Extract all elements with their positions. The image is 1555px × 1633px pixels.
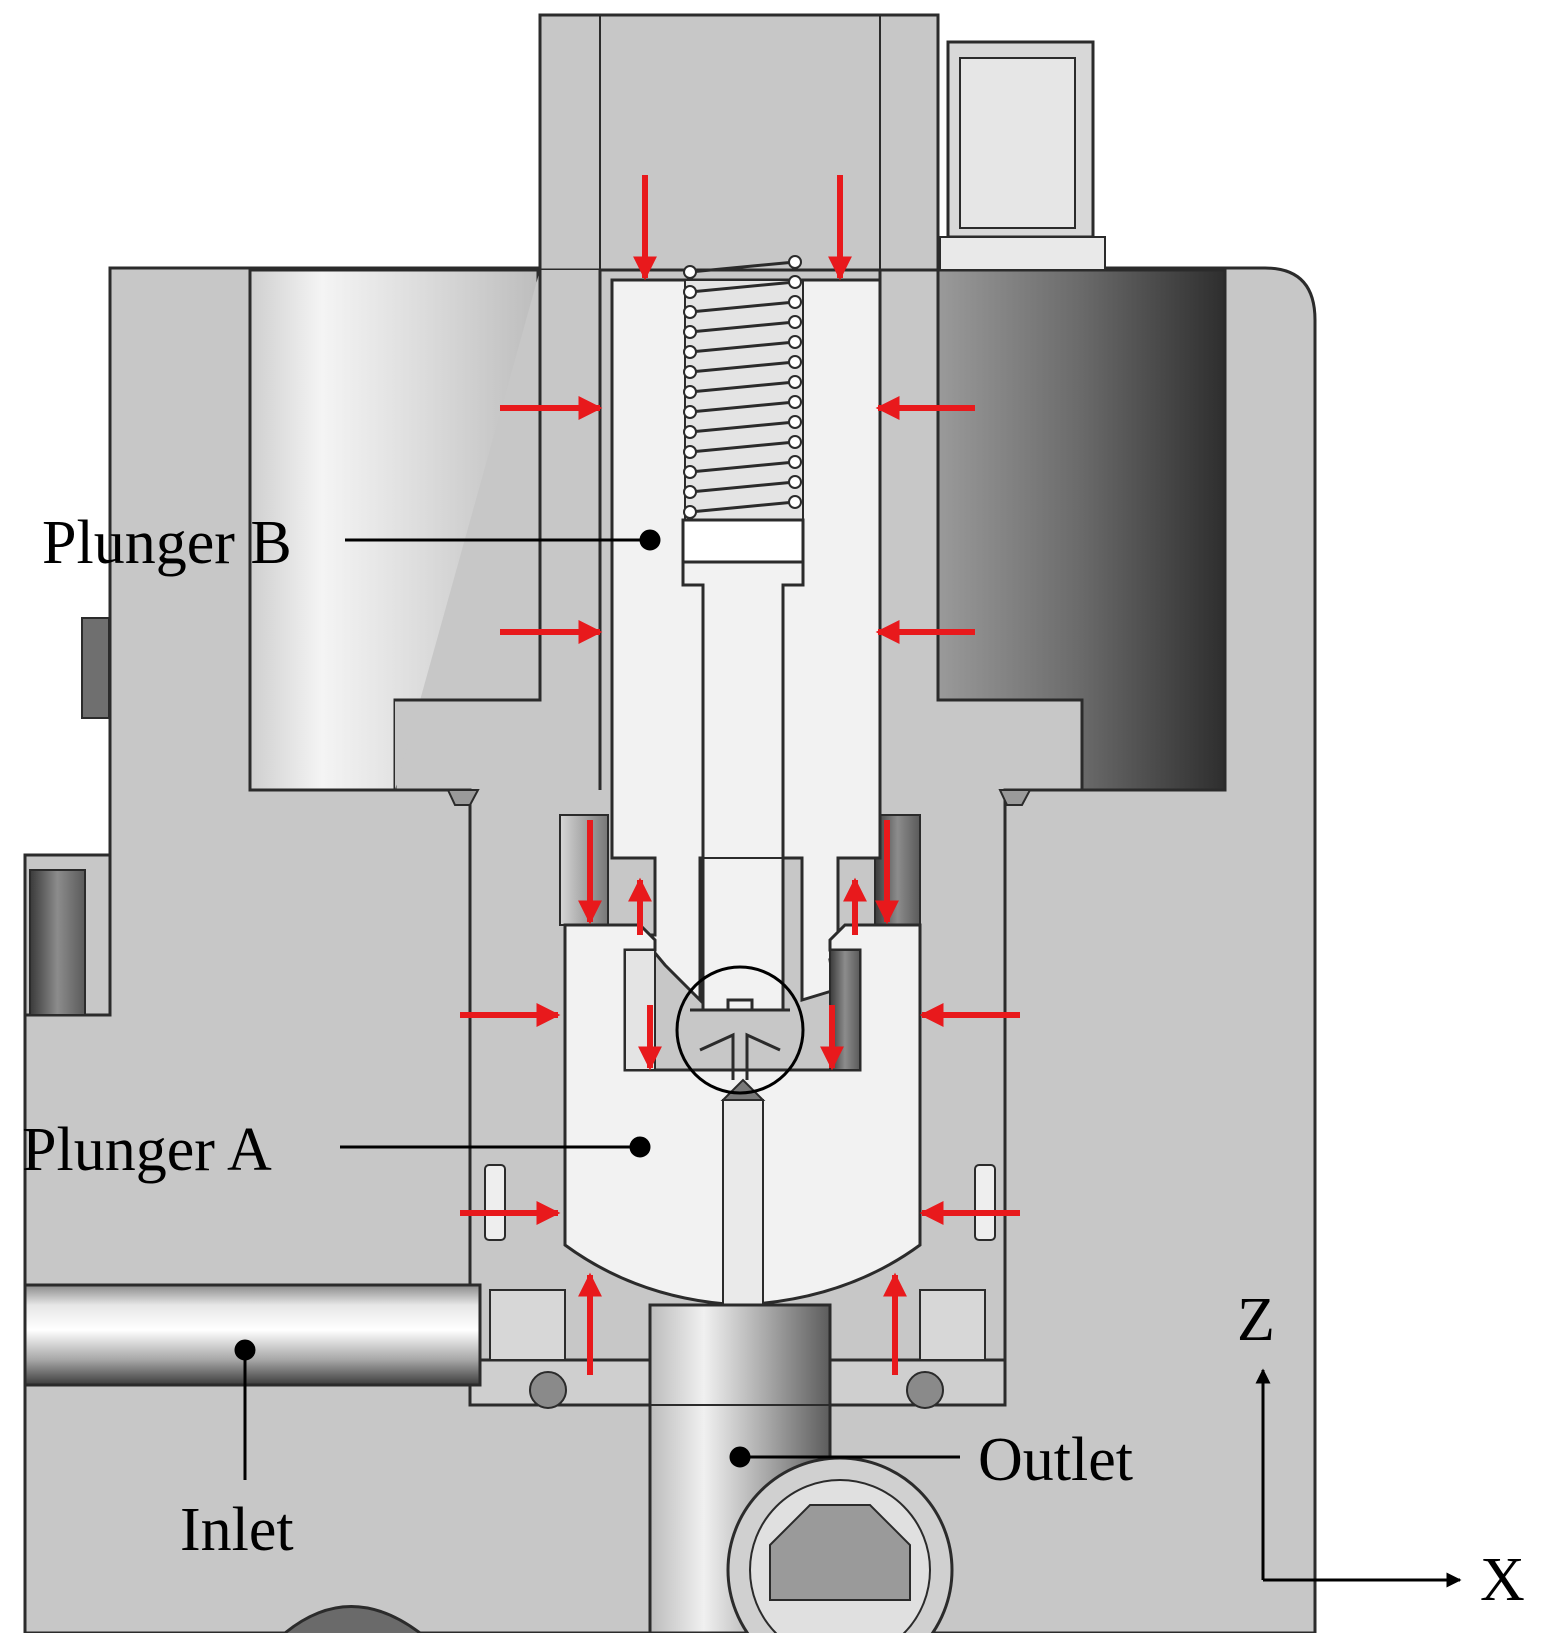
top-tube <box>538 13 940 272</box>
label-axis-z: Z <box>1237 1286 1275 1354</box>
force-arrows <box>460 175 1020 1375</box>
leader-lines <box>234 529 960 1480</box>
coordinate-axes <box>1255 1368 1462 1588</box>
connector-block <box>939 40 1106 271</box>
label-inlet: Inlet <box>180 1496 294 1564</box>
plunger-b <box>610 278 882 1012</box>
label-outlet: Outlet <box>978 1426 1133 1494</box>
pilot-valve-detail <box>675 965 805 1095</box>
label-plunger-a: Plunger A <box>22 1116 272 1184</box>
inlet-pipe <box>23 1283 482 1387</box>
pole-ring-left <box>559 814 609 926</box>
bottom-fitting-right <box>726 1456 954 1633</box>
pole-ring-right <box>874 814 921 926</box>
label-plunger-b: Plunger B <box>42 509 292 577</box>
label-axis-x: X <box>1480 1546 1525 1614</box>
spring <box>683 255 802 519</box>
bottom-fitting-left <box>284 1605 421 1633</box>
lower-seat <box>468 1164 1007 1409</box>
